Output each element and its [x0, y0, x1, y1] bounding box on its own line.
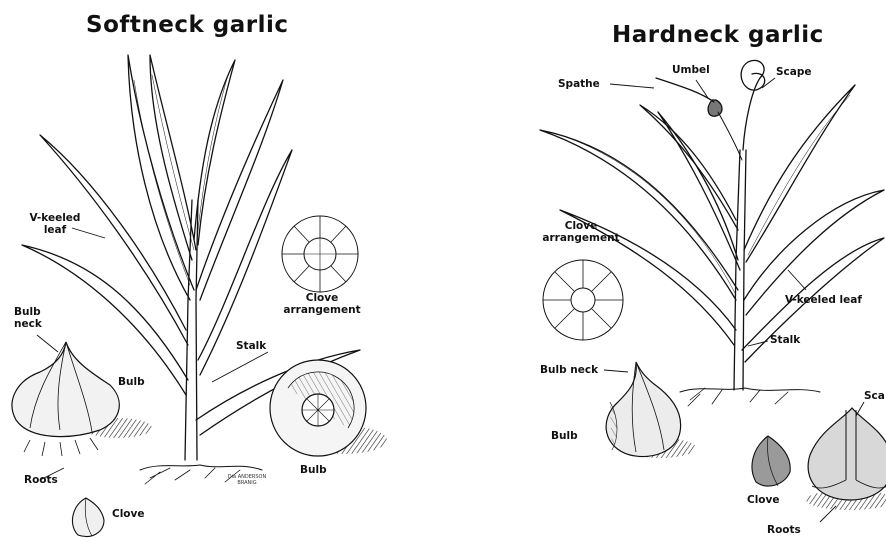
softneck-label-bulb-neck-line2: neck [14, 318, 42, 330]
softneck-bulb-left [12, 342, 152, 456]
hardneck-label-scape-right: Sca [864, 390, 885, 402]
hardneck-label-clove: Clove [747, 494, 779, 506]
hardneck-label-spathe: Spathe [558, 78, 600, 90]
hardneck-bulb-cut [806, 408, 886, 510]
hardneck-label-bulb-neck: Bulb neck [540, 364, 598, 376]
hardneck-scape [741, 60, 765, 150]
hardneck-umbel [708, 100, 722, 116]
softneck-label-clove: Clove [112, 508, 144, 520]
softneck-label-bulb-left: Bulb [118, 376, 145, 388]
softneck-title: Softneck garlic [86, 12, 289, 38]
hardneck-leaf [640, 105, 738, 230]
softneck-label-clove-arrangement-line2: arrangement [282, 304, 362, 316]
softneck-leaf [128, 55, 194, 300]
hardneck-spathe [656, 78, 714, 102]
hardneck-title: Hardneck garlic [612, 22, 824, 48]
softneck-bulb-right [270, 360, 387, 456]
hardneck-label-bulb: Bulb [551, 430, 578, 442]
softneck-label-clove-arrangement-line1: Clove [282, 292, 362, 304]
hardneck-label-v-keeled-leaf: V-keeled leaf [785, 294, 862, 306]
softneck-leaf [150, 55, 196, 260]
hardneck-label-umbel: Umbel [672, 64, 710, 76]
softneck-ground [140, 465, 262, 470]
softneck-label-v-keeled-leaf-line2: leaf [25, 224, 85, 236]
softneck-label-bulb-neck-line1: Bulb [14, 306, 41, 318]
hardneck-label-scape: Scape [776, 66, 812, 78]
softneck-label-bulb-right: Bulb [300, 464, 327, 476]
hardneck-label-stalk: Stalk [770, 334, 800, 346]
hardneck-clove-arrangement [543, 260, 623, 340]
softneck-clove-arrangement [282, 216, 358, 292]
softneck-artist-signature-line2: BRANIG [224, 480, 270, 486]
softneck-label-v-keeled-leaf-line1: V-keeled [25, 212, 85, 224]
softneck-stalk [185, 200, 198, 460]
hardneck-clove [752, 436, 790, 486]
hardneck-bulb [606, 362, 696, 458]
hardneck-label-clove-arrangement-line2: arrangement [536, 232, 626, 244]
softneck-clove [72, 498, 104, 537]
softneck-leaf [194, 60, 235, 245]
hardneck-label-roots: Roots [767, 524, 801, 536]
hardneck-label-clove-arrangement-line1: Clove [536, 220, 626, 232]
softneck-label-stalk: Stalk [236, 340, 266, 352]
softneck-label-roots: Roots [24, 474, 58, 486]
